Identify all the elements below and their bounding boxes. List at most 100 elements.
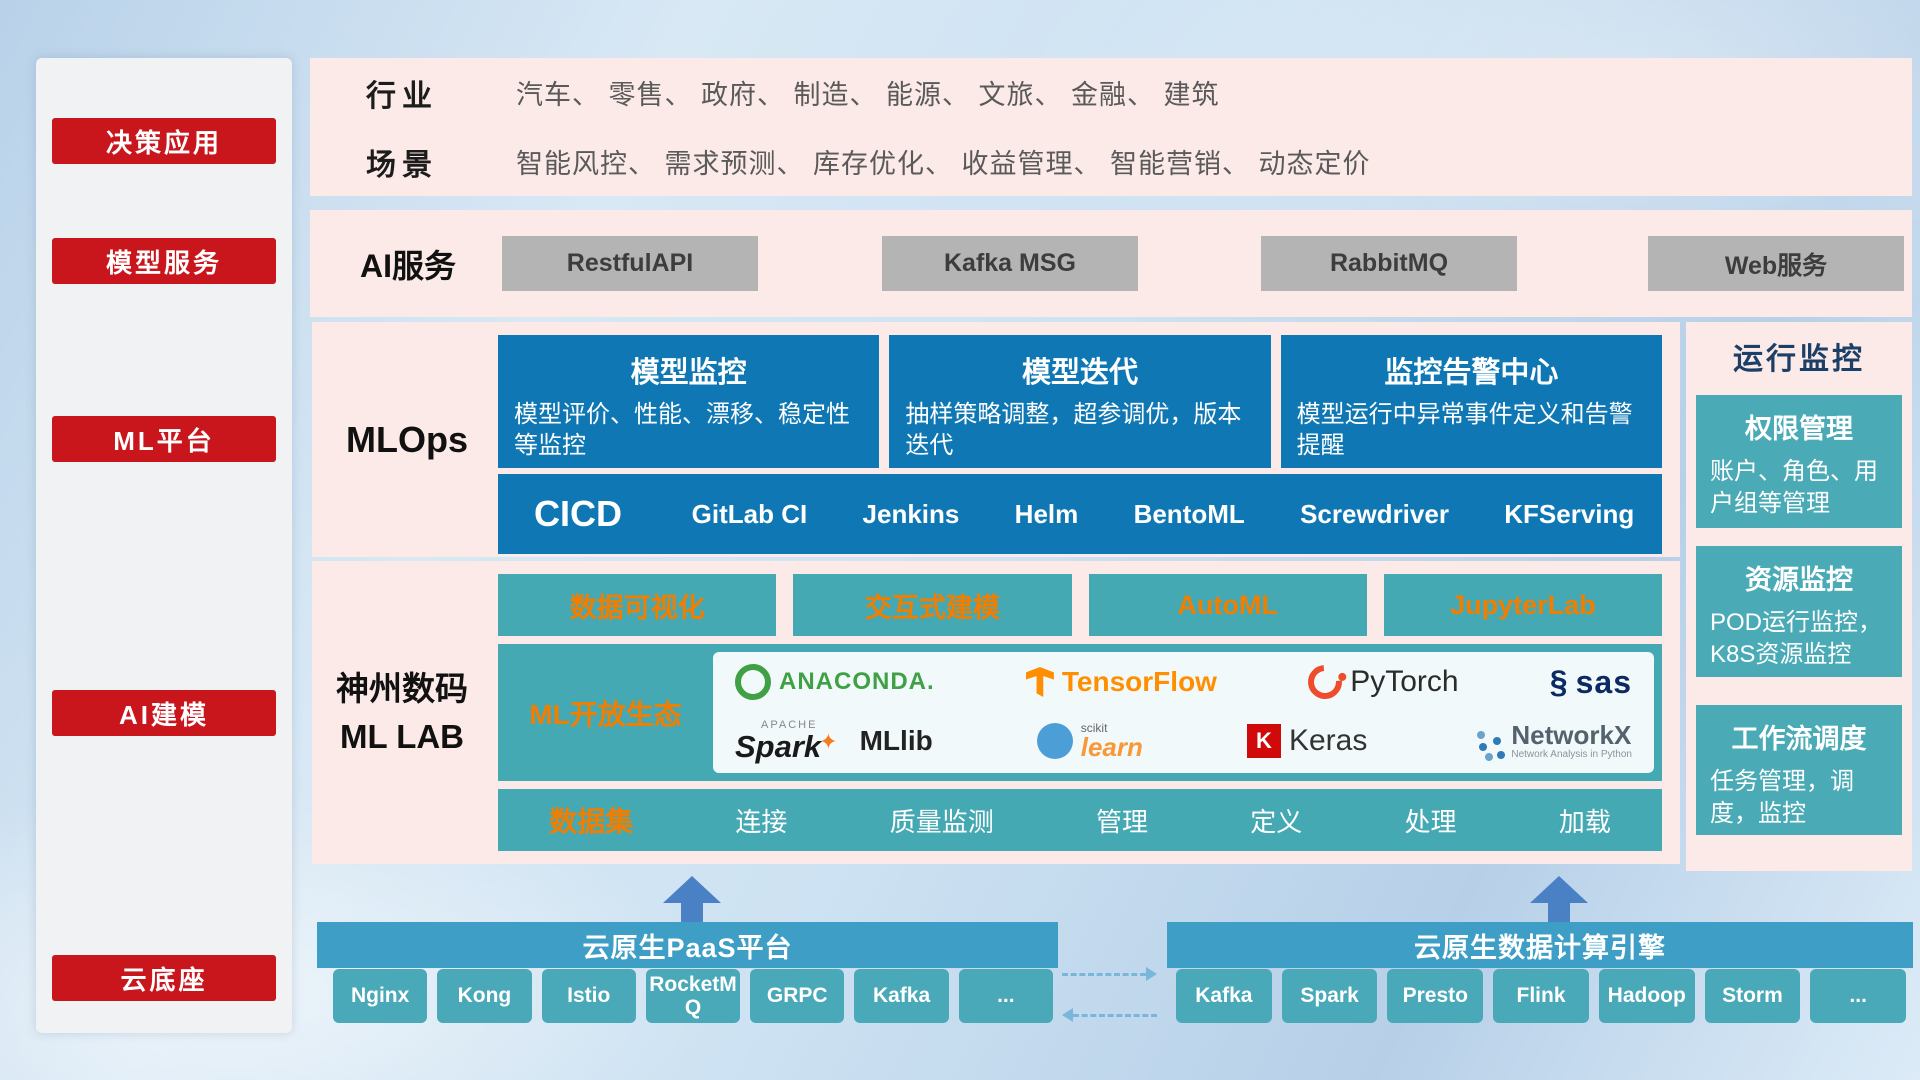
- engine-up-arrow-icon: [1530, 876, 1588, 903]
- tensorflow-logo: TensorFlow: [1025, 666, 1217, 698]
- networkx-subtitle: Network Analysis in Python: [1511, 749, 1632, 761]
- resource-monitoring-card: 资源监控 POD运行监控，K8S资源监控: [1696, 546, 1902, 677]
- card-title: 监控告警中心: [1384, 357, 1559, 389]
- cicd-item-screwdriver: Screwdriver: [1300, 498, 1449, 529]
- card-desc: POD运行监控，K8S资源监控: [1710, 609, 1883, 669]
- industry-scenario-panel: 行业 汽车、 零售、 政府、 制造、 能源、 文旅、 金融、 建筑 场景 智能风…: [310, 58, 1912, 196]
- web-service-chip: Web服务: [1648, 236, 1904, 291]
- scikit-learn-logo: scikit learn: [1036, 722, 1143, 760]
- pytorch-icon: [1301, 658, 1350, 706]
- interactive-modeling-chip: 交互式建模: [793, 574, 1072, 636]
- scikit-learn-icon: [1036, 722, 1073, 759]
- storm-chip: Storm: [1704, 969, 1801, 1023]
- kafka-msg-chip: Kafka MSG: [882, 236, 1138, 291]
- card-desc: 模型评价、性能、漂移、稳定性等监控: [514, 401, 850, 460]
- cicd-item-gitlab-ci: GitLab CI: [691, 498, 808, 529]
- tensorflow-wordmark: TensorFlow: [1061, 666, 1217, 697]
- grpc-chip: GRPC: [750, 969, 845, 1023]
- dataset-item-connect: 连接: [735, 806, 788, 837]
- cicd-items: GitLab CI Jenkins Helm BentoML Screwdriv…: [664, 499, 1662, 530]
- scikit-learn-wordmark: scikit learn: [1081, 722, 1143, 760]
- flink-chip: Flink: [1493, 969, 1589, 1023]
- permission-management-card: 权限管理 账户、角色、用户组等管理: [1696, 395, 1902, 528]
- pytorch-logo: PyTorch: [1301, 658, 1459, 706]
- anaconda-icon: [735, 664, 771, 700]
- mlops-panel: MLOps 模型监控 模型评价、性能、漂移、稳定性等监控 模型迭代 抽样策略调整…: [312, 322, 1680, 557]
- sidebar-item-decision-app: 决策应用: [52, 118, 276, 164]
- restful-api-chip: RestfulAPI: [502, 236, 758, 291]
- card-title: 工作流调度: [1731, 724, 1867, 754]
- spark-logo: APACHE Spark ✦: [735, 718, 838, 764]
- learn-label: learn: [1080, 731, 1143, 762]
- cicd-title: CICD: [534, 493, 622, 534]
- presto-chip: Presto: [1387, 969, 1484, 1023]
- spark-wordmark: Spark: [735, 728, 822, 764]
- ml-lab-label: 神州数码 ML LAB: [312, 561, 492, 864]
- kong-chip: Kong: [437, 969, 532, 1023]
- cicd-item-bentoml: BentoML: [1133, 498, 1245, 529]
- cicd-item-helm: Helm: [1014, 498, 1079, 529]
- industry-list: 汽车、 零售、 政府、 制造、 能源、 文旅、 金融、 建筑: [516, 80, 1220, 110]
- alert-center-card: 监控告警中心 模型运行中异常事件定义和告警提醒: [1280, 335, 1662, 468]
- more-chip: ...: [958, 969, 1053, 1023]
- apache-label: APACHE: [761, 718, 818, 731]
- rabbitmq-chip: RabbitMQ: [1261, 236, 1517, 291]
- data-visualization-chip: 数据可视化: [498, 574, 777, 636]
- spark-wordmark-wrap: Spark ✦: [735, 728, 838, 764]
- paas-platform-chips: Nginx Kong Istio RocketMQ GRPC Kafka ...: [333, 969, 1053, 1023]
- dashed-arrow-right-line: [1062, 973, 1146, 976]
- ml-ecosystem-box: ML开放生态 ANACONDA. TensorFlow PyTorch: [498, 644, 1662, 781]
- dataset-item-load: 加载: [1558, 806, 1611, 837]
- logo-row-2: APACHE Spark ✦ MLlib scikit learn: [735, 718, 1632, 764]
- dataset-item-manage: 管理: [1095, 806, 1148, 837]
- networkx-wordmark-wrap: NetworkX Network Analysis in Python: [1511, 721, 1632, 761]
- industry-label: 行业: [366, 79, 438, 113]
- dataset-bar: 数据集 连接 质量监测 管理 定义 处理 加载: [498, 789, 1662, 851]
- sidebar-item-cloud-base: 云底座: [52, 955, 276, 1001]
- ml-lab-panel: 神州数码 ML LAB 数据可视化 交互式建模 AutoML JupyterLa…: [312, 561, 1680, 864]
- dataset-title: 数据集: [549, 806, 634, 837]
- dataset-item-quality: 质量监测: [889, 806, 994, 837]
- engine-up-arrow-stem: [1548, 901, 1570, 922]
- jupyterlab-chip: JupyterLab: [1383, 574, 1662, 636]
- card-desc: 账户、角色、用户组等管理: [1710, 458, 1878, 518]
- hadoop-chip: Hadoop: [1598, 969, 1695, 1023]
- cicd-item-jenkins: Jenkins: [862, 498, 960, 529]
- kafka-chip: Kafka: [854, 969, 949, 1023]
- keras-logo: K Keras: [1246, 723, 1368, 758]
- ml-lab-label-line2: ML LAB: [339, 717, 465, 755]
- ml-lab-label-line1: 神州数码: [336, 669, 468, 707]
- model-monitoring-card: 模型监控 模型评价、性能、漂移、稳定性等监控: [498, 335, 880, 468]
- automl-chip: AutoML: [1088, 574, 1367, 636]
- mllib-wordmark: MLlib: [859, 724, 933, 756]
- card-title: 资源监控: [1745, 565, 1853, 595]
- paas-platform-header: 云原生PaaS平台: [317, 922, 1058, 968]
- sas-logo: § sas: [1550, 664, 1632, 701]
- cicd-bar: CICD GitLab CI Jenkins Helm BentoML Scre…: [498, 474, 1662, 554]
- networkx-wordmark: NetworkX: [1511, 719, 1632, 750]
- card-title: 模型监控: [630, 357, 747, 389]
- ml-ecosystem-logos: ANACONDA. TensorFlow PyTorch § sas: [713, 652, 1654, 773]
- runtime-monitor-title: 运行监控: [1733, 343, 1865, 376]
- left-sidebar: 决策应用 模型服务 ML平台 AI建模 云底座: [36, 58, 292, 1033]
- sas-wordmark: sas: [1575, 663, 1632, 700]
- card-desc: 任务管理，调度，监控: [1710, 768, 1854, 828]
- scenario-label: 场景: [366, 148, 438, 182]
- scenario-list: 智能风控、 需求预测、 库存优化、 收益管理、 智能营销、 动态定价: [516, 149, 1371, 179]
- networkx-icon: [1479, 742, 1488, 751]
- paas-up-arrow-icon: [663, 876, 721, 903]
- dataset-item-define: 定义: [1250, 806, 1303, 837]
- networkx-logo: NetworkX Network Analysis in Python: [1471, 721, 1632, 761]
- spark-engine-chip: Spark: [1281, 969, 1378, 1023]
- sidebar-item-ai-modeling: AI建模: [52, 690, 276, 736]
- anaconda-wordmark: ANACONDA.: [779, 668, 935, 695]
- industry-row: 行业 汽车、 零售、 政府、 制造、 能源、 文旅、 金融、 建筑: [310, 58, 1912, 127]
- dashed-arrow-right-icon: [1146, 967, 1157, 981]
- dashed-arrow-left-icon: [1062, 1008, 1073, 1022]
- sidebar-item-model-service: 模型服务: [52, 238, 276, 284]
- card-desc: 抽样策略调整，超参调优，版本迭代: [905, 401, 1242, 460]
- ai-service-label: AI服务: [360, 247, 457, 284]
- card-desc: 模型运行中异常事件定义和告警提醒: [1296, 401, 1633, 460]
- keras-wordmark: Keras: [1288, 723, 1368, 757]
- data-engine-header: 云原生数据计算引擎: [1167, 922, 1913, 968]
